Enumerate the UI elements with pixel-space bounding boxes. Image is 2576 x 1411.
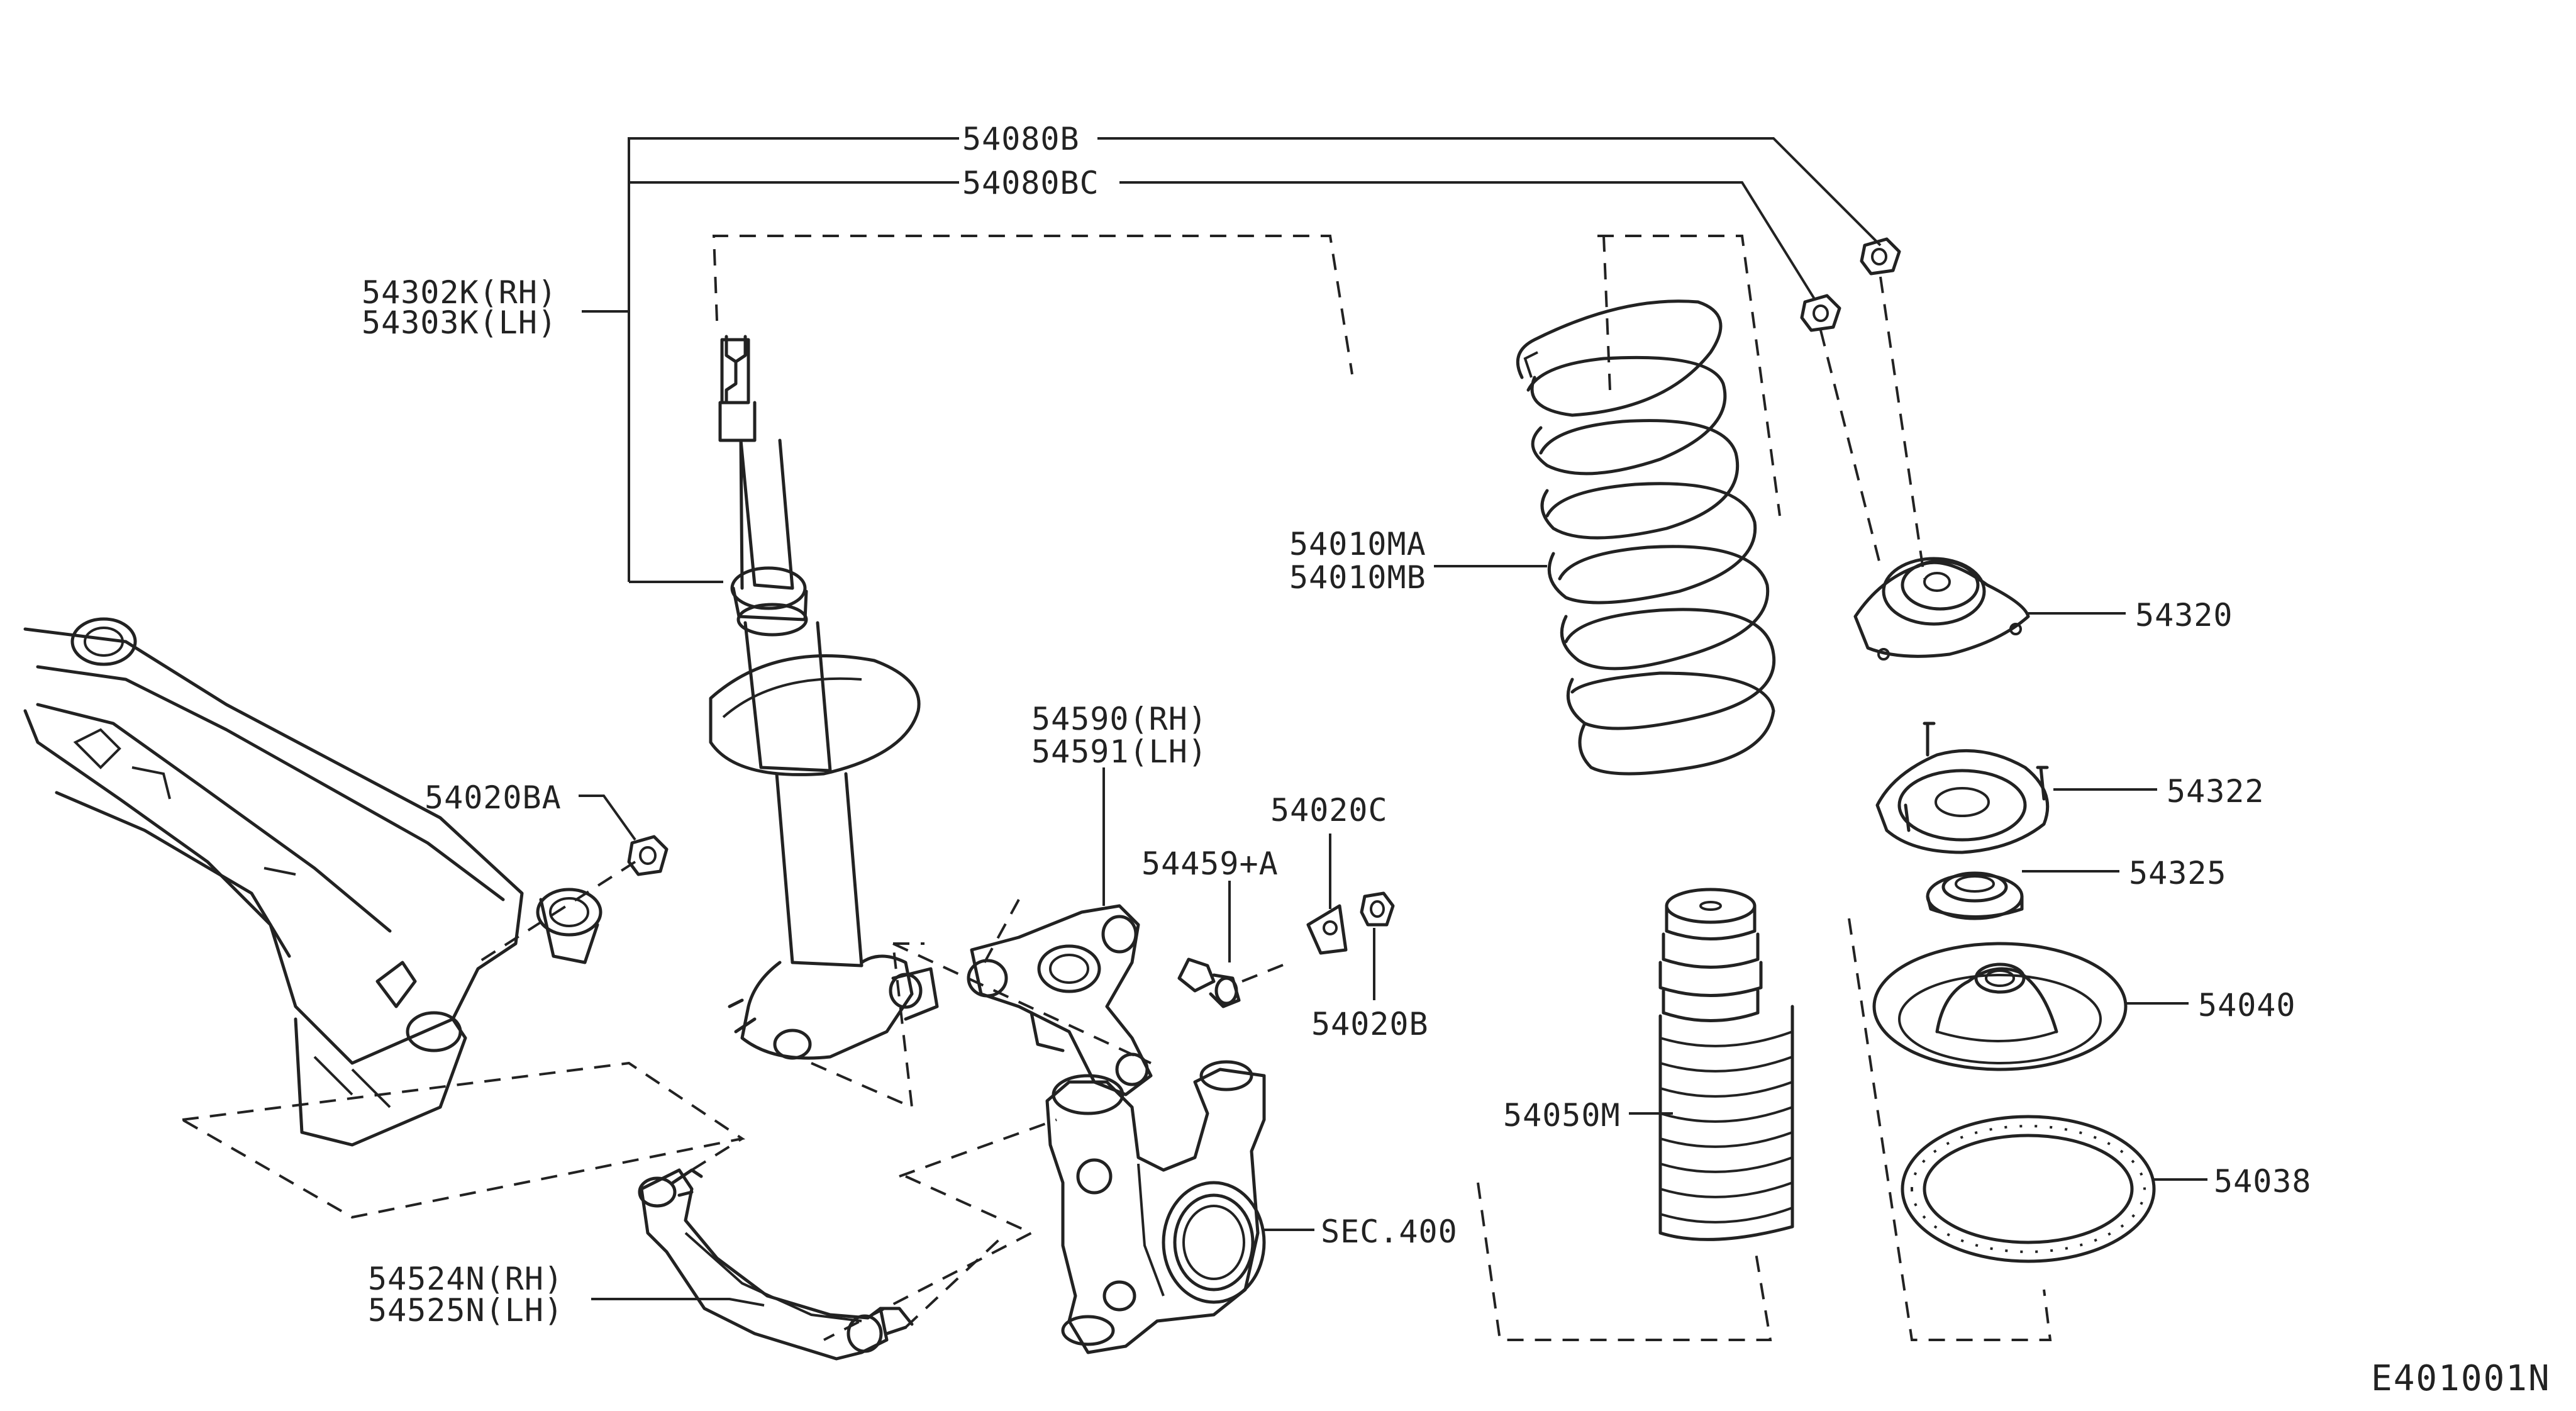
diagram-code: E401001N	[2371, 1358, 2551, 1399]
mount-insulator-plate	[1875, 722, 2050, 854]
strut-assembly	[709, 335, 939, 1060]
label-54010mb: 54010MB	[1289, 559, 1426, 596]
label-54459a: 54459+A	[1141, 845, 1279, 882]
label-54020c: 54020C	[1270, 792, 1388, 828]
strut-mount-insulator	[1853, 557, 2030, 661]
nut-assembly-lines	[1819, 276, 1926, 579]
label-54080b: 54080B	[962, 121, 1080, 157]
label-54591-lh: 54591(LH)	[1031, 733, 1208, 770]
steering-knuckle	[1045, 1060, 1266, 1354]
label-54303k-lh: 54303K(LH)	[362, 304, 557, 341]
suspension-member	[23, 617, 602, 1147]
coil-spring	[1516, 299, 1776, 776]
seat-assembly-line	[1848, 918, 2052, 1341]
label-54038: 54038	[2214, 1163, 2312, 1200]
arm-assembly-line	[691, 1137, 1008, 1329]
member-assembly-line	[178, 1061, 746, 1219]
nut-54080b	[1860, 237, 1901, 276]
stabilizer-link	[967, 904, 1153, 1096]
nut-54020b	[1360, 891, 1395, 927]
label-54010ma: 54010MA	[1289, 526, 1426, 562]
bound-bumper	[1658, 888, 1794, 1241]
label-54590-rh: 54590(RH)	[1031, 701, 1208, 737]
bracket-54020c	[1306, 904, 1348, 955]
label-54322: 54322	[2167, 773, 2265, 810]
rubber-seat	[1901, 1115, 2156, 1263]
bearing-54325	[1926, 871, 2024, 920]
strut-lower-line	[811, 942, 924, 1110]
bolt-line	[1241, 961, 1290, 983]
label-54525n-lh: 54525N(LH)	[368, 1292, 564, 1329]
label-sec400: SEC.400	[1321, 1213, 1458, 1250]
spring-seat	[1872, 942, 2128, 1071]
member-nut-line	[477, 861, 636, 964]
strut-assembly-line	[712, 235, 1353, 375]
label-54080bc: 54080BC	[962, 165, 1099, 201]
label-54020b: 54020B	[1311, 1006, 1429, 1042]
link-assembly-line	[892, 899, 1152, 1064]
label-54325: 54325	[2129, 855, 2227, 891]
label-54020ba: 54020BA	[425, 779, 562, 816]
spring-assembly-line	[1597, 235, 1781, 516]
knuckle-assembly-line	[823, 1118, 1057, 1341]
label-54050m: 54050M	[1503, 1097, 1621, 1134]
nut-54020ba	[627, 835, 669, 876]
transverse-link	[638, 1168, 914, 1361]
nut-54080bc	[1800, 294, 1841, 332]
label-54040: 54040	[2198, 987, 2296, 1023]
label-54320: 54320	[2135, 597, 2233, 633]
label-54302k-rh: 54302K(RH)	[362, 274, 557, 311]
label-54524n-rh: 54524N(RH)	[368, 1261, 564, 1297]
leader-lines	[579, 137, 2207, 1307]
bolt-54459	[1177, 957, 1241, 1008]
bumper-assembly-line	[1477, 1182, 1772, 1341]
